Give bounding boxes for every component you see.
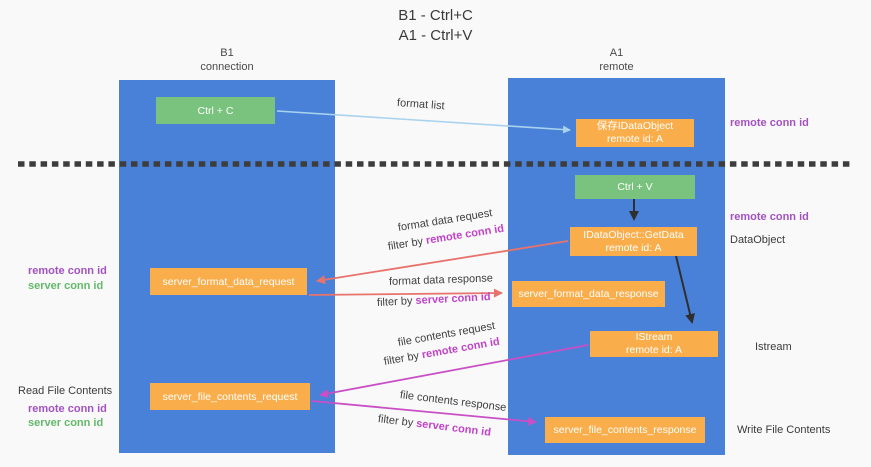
- right-column-header: A1 remote: [508, 46, 725, 74]
- annotation-remote-conn-id-bottom-left: remote conn id: [28, 403, 107, 415]
- edge-label-file-contents-response: file contents response: [399, 389, 507, 414]
- node-server-format-data-response: server_format_data_response: [512, 281, 665, 307]
- annotation-write-file-contents: Write File Contents: [737, 424, 831, 436]
- annotation-remote-conn-id-left: remote conn id: [28, 265, 107, 277]
- node-server-format-data-request: server_format_data_request: [150, 268, 307, 295]
- annotation-server-conn-id-bottom-left: server conn id: [28, 417, 104, 429]
- right-column-subtitle: remote: [599, 61, 634, 73]
- node-istream: IStream remote id: A: [590, 331, 718, 357]
- node-ctrl-c: Ctrl + C: [156, 97, 275, 124]
- filter-by-text: filter by: [376, 294, 416, 309]
- node-getdata-line1: IDataObject::GetData: [583, 228, 684, 241]
- node-save-idataobject-line2: remote id: A: [606, 133, 664, 145]
- annotation-read-file-contents: Read File Contents: [18, 385, 113, 397]
- annotation-remote-conn-id-top: remote conn id: [730, 117, 809, 129]
- node-server-file-contents-response: server_file_contents_response: [545, 417, 705, 443]
- filter-by-text: filter by: [387, 235, 427, 253]
- node-server-file-contents-request: server_file_contents_request: [150, 383, 310, 410]
- annotation-remote-conn-id-mid: remote conn id: [730, 211, 809, 223]
- node-istream-line1: IStream: [635, 331, 673, 343]
- left-column-subtitle: connection: [200, 61, 254, 73]
- edge-label-format-data-response: format data response: [388, 272, 494, 288]
- right-column-name: A1: [609, 47, 624, 59]
- node-save-idataobject-line1: 保存IDataObject: [596, 120, 674, 132]
- filter-by-text: filter by: [377, 413, 417, 430]
- node-istream-line2: remote id: A: [625, 344, 683, 356]
- server-conn-id-text: server conn id: [415, 291, 491, 307]
- annotation-istream: Istream: [755, 341, 792, 353]
- annotation-dataobject: DataObject: [730, 234, 786, 246]
- node-ctrl-v: Ctrl + V: [575, 175, 695, 199]
- edge-label-format-response-filter: filter by server conn id: [377, 291, 491, 309]
- left-column-header: B1 connection: [119, 46, 335, 74]
- left-column-name: B1: [220, 47, 234, 59]
- node-save-idataobject: 保存IDataObject remote id: A: [576, 119, 694, 147]
- edge-label-format-list: format list: [396, 97, 445, 113]
- node-getdata-line2: remote id: A: [605, 241, 662, 254]
- node-idataobject-getdata: IDataObject::GetData remote id: A: [570, 227, 697, 256]
- server-conn-id-text: server conn id: [415, 417, 492, 439]
- annotation-server-conn-id-left: server conn id: [28, 280, 104, 292]
- title-line-2: A1 - Ctrl+V: [398, 27, 473, 44]
- title-line-1: B1 - Ctrl+C: [398, 7, 473, 24]
- diagram-title: B1 - Ctrl+C A1 - Ctrl+V: [0, 6, 871, 46]
- filter-by-text: filter by: [382, 349, 423, 368]
- edge-label-file-response-filter: filter by server conn id: [377, 413, 491, 439]
